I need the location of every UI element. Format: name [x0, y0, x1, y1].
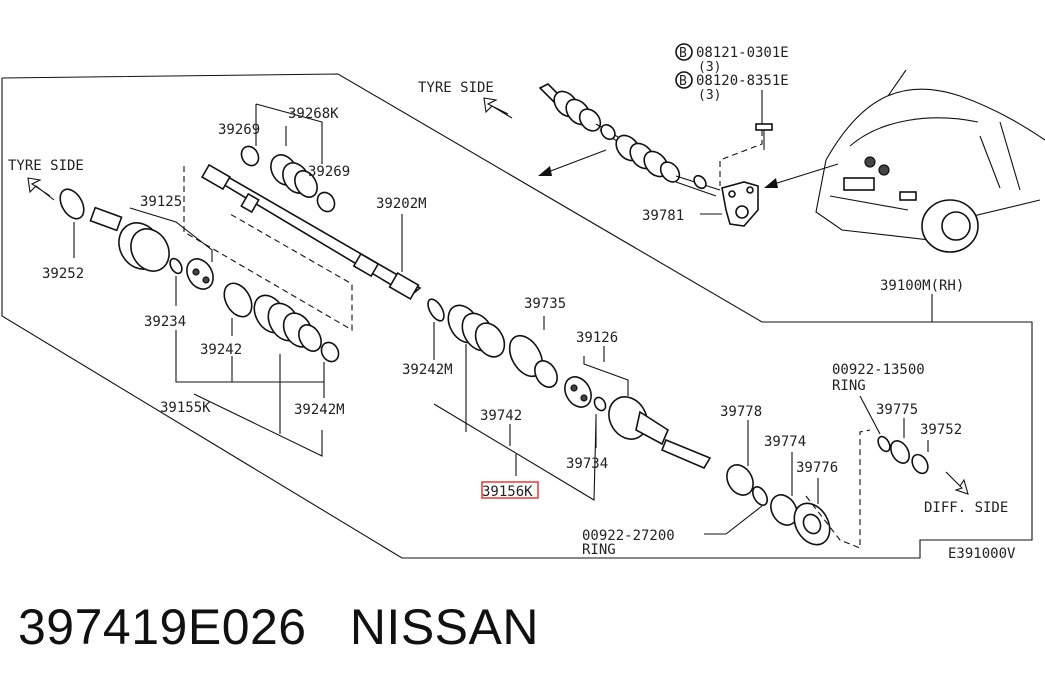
- label-39268K: 39268K: [288, 106, 339, 122]
- diagram-frame: [1, 73, 1033, 559]
- ring-39252: [59, 188, 85, 220]
- part-footer: 397419E026 NISSAN: [18, 598, 539, 656]
- bolt-mark-1: B: [679, 46, 687, 61]
- label-08120-8351E: 08120-8351E: [696, 73, 789, 89]
- bolt-mark-b-2: [675, 71, 693, 89]
- label-39781: 39781: [642, 208, 684, 224]
- label-39776: 39776: [796, 460, 838, 476]
- label-39234: 39234: [144, 314, 186, 330]
- label-39125: 39125: [140, 194, 182, 210]
- bolt-icon: [755, 123, 773, 150]
- label-39742: 39742: [480, 408, 522, 424]
- label-39156K: 39156K: [482, 484, 533, 500]
- label-tyre-side-top: TYRE SIDE: [418, 80, 494, 96]
- label-39242: 39242: [200, 342, 242, 358]
- brand-name: NISSAN: [349, 599, 539, 655]
- boot-39268K: [270, 154, 318, 198]
- label-00922-27200: 00922-27200: [582, 528, 675, 544]
- highlight-box-39156K: [481, 481, 539, 499]
- label-39100M-RH: 39100M(RH): [880, 278, 964, 294]
- label-39242M-a: 39242M: [294, 402, 345, 418]
- car-illustration: [815, 69, 1045, 253]
- inner-joint: [608, 396, 712, 470]
- label-39734: 39734: [566, 456, 608, 472]
- label-ring-b: RING: [582, 542, 616, 558]
- outer-joint-39125: [89, 206, 170, 272]
- bolt-mark-b-1: [675, 43, 693, 61]
- label-diagram-code: E391000V: [948, 546, 1016, 562]
- shaft-39202M: [201, 163, 422, 301]
- bearing-cage: [186, 258, 214, 290]
- tyre-side-arrow-top-icon: [483, 97, 513, 119]
- bolt-mark-2: B: [679, 74, 687, 89]
- bracket-39781: [721, 181, 759, 227]
- label-39252: 39252: [42, 266, 84, 282]
- label-qty-1: (3): [698, 60, 721, 75]
- diff-side-arrow-icon: [945, 471, 969, 495]
- label-39775: 39775: [876, 402, 918, 418]
- label-diff-side: DIFF. SIDE: [924, 500, 1008, 516]
- label-39774: 39774: [764, 434, 806, 450]
- label-39242M-b: 39242M: [402, 362, 453, 378]
- label-39735: 39735: [524, 296, 566, 312]
- label-00922-13500: 00922-13500: [832, 362, 925, 378]
- tyre-side-arrow-left-icon: [27, 177, 55, 201]
- label-39126: 39126: [576, 330, 618, 346]
- label-tyre-side-left: TYRE SIDE: [8, 158, 84, 174]
- label-ring-a: RING: [832, 378, 866, 394]
- label-39202M: 39202M: [376, 196, 427, 212]
- part-number: 397419E026: [18, 599, 307, 655]
- label-39269-a: 39269: [218, 122, 260, 138]
- label-39778: 39778: [720, 404, 762, 420]
- bearing-39126: [564, 376, 592, 408]
- boot-39156K: [447, 304, 506, 358]
- label-39155K: 39155K: [160, 400, 211, 416]
- small-shaft-illustration: [538, 83, 721, 197]
- label-39269-b: 39269: [308, 164, 350, 180]
- boot-39155K: [253, 294, 322, 352]
- label-08121-0301E: 08121-0301E: [696, 45, 789, 61]
- label-qty-2: (3): [698, 88, 721, 103]
- label-39752: 39752: [920, 422, 962, 438]
- hub-39776: [793, 502, 831, 546]
